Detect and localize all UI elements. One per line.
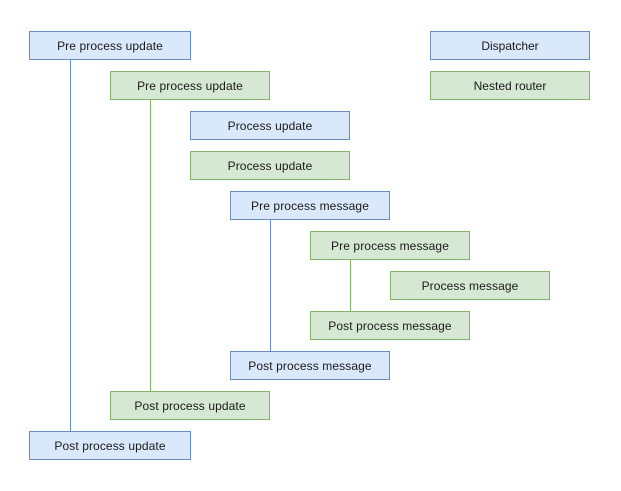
flow-node[interactable]: Post process update [29, 431, 191, 460]
flow-node[interactable]: Post process message [310, 311, 470, 340]
connector-line [150, 100, 151, 391]
flow-node[interactable]: Pre process update [29, 31, 191, 60]
flow-node[interactable]: Process update [190, 151, 350, 180]
connector-line [350, 260, 351, 311]
flow-node[interactable]: Process update [190, 111, 350, 140]
flow-node[interactable]: Process message [390, 271, 550, 300]
connector-line [70, 60, 71, 431]
flow-node[interactable]: Pre process message [230, 191, 390, 220]
flow-node[interactable]: Pre process message [310, 231, 470, 260]
connector-line [270, 220, 271, 351]
legend-item-router[interactable]: Nested router [430, 71, 590, 100]
flow-node[interactable]: Pre process update [110, 71, 270, 100]
flow-node[interactable]: Post process message [230, 351, 390, 380]
legend-item-dispatcher[interactable]: Dispatcher [430, 31, 590, 60]
flow-node[interactable]: Post process update [110, 391, 270, 420]
